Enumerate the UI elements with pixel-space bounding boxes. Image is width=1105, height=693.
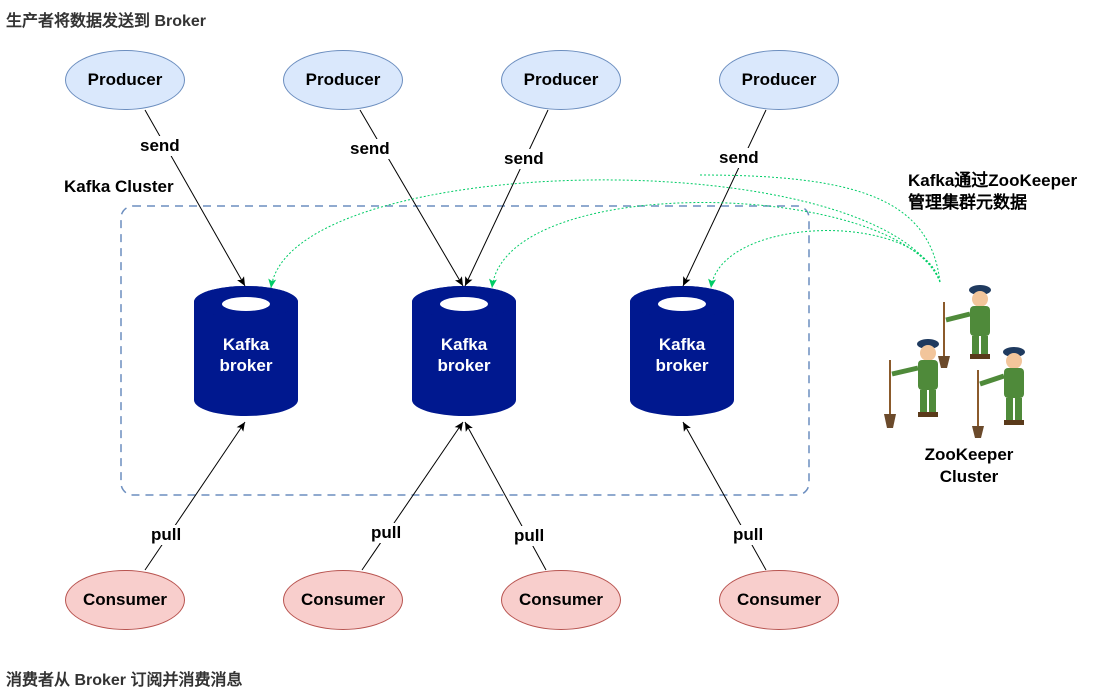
pull-edge-3 [464,421,547,571]
zookeeper-note-line2: 管理集群元数据 [908,193,1027,212]
send-edge-2 [359,109,464,287]
pull-edge-2 [361,421,464,571]
producer-node-2[interactable]: Producer [283,50,403,110]
zookeeper-cluster-line1: ZooKeeper [924,445,1014,464]
broker-label-line1: Kafka [440,335,488,354]
zookeeper-keepers-illustration [884,285,1025,438]
pull-label-3: pull [514,526,545,546]
consumer-node-3[interactable]: Consumer [501,570,621,630]
zookeeper-note: Kafka通过ZooKeeper 管理集群元数据 [908,170,1077,214]
pull-edge-1 [144,421,246,571]
send-label-4: send [719,148,759,168]
zookeeper-cluster-line2: Cluster [939,467,999,486]
pull-edge-4 [682,421,767,571]
zookeeper-cluster-label: ZooKeeper Cluster [914,444,1024,488]
zk-link-source [699,174,941,283]
top-caption: 生产者将数据发送到 Broker [6,13,207,30]
producer-node-1[interactable]: Producer [65,50,185,110]
send-edge-3 [464,109,549,287]
pull-label-2: pull [371,523,402,543]
database-cylinder-icon [412,286,516,416]
producer-node-3[interactable]: Producer [501,50,621,110]
bottom-caption: 消费者从 Broker 订阅并消费消息 [6,672,243,689]
kafka-broker-3[interactable]: Kafka broker [630,286,734,416]
zk-link-broker-3 [708,230,941,289]
send-label-3: send [504,149,544,169]
broker-label-line1: Kafka [222,335,270,354]
broker-label-line2: broker [437,356,491,375]
send-edge-4 [682,109,767,287]
database-cylinder-icon [630,286,734,416]
kafka-broker-1[interactable]: Kafka broker [194,286,298,416]
send-label-1: send [140,136,180,156]
pull-label-4: pull [733,525,764,545]
pull-label-1: pull [151,525,182,545]
kafka-cluster-frame [120,205,810,496]
consumer-node-1[interactable]: Consumer [65,570,185,630]
producer-node-4[interactable]: Producer [719,50,839,110]
kafka-cluster-label: Kafka Cluster [64,177,174,196]
zookeeper-note-line1: Kafka通过ZooKeeper [908,171,1078,190]
zk-link-broker-1 [268,179,941,289]
consumer-node-2[interactable]: Consumer [283,570,403,630]
broker-label-line2: broker [219,356,273,375]
consumer-node-4[interactable]: Consumer [719,570,839,630]
kafka-broker-2[interactable]: Kafka broker [412,286,516,416]
broker-label-line1: Kafka [658,335,706,354]
database-cylinder-icon [194,286,298,416]
send-label-2: send [350,139,390,159]
broker-label-line2: broker [655,356,709,375]
